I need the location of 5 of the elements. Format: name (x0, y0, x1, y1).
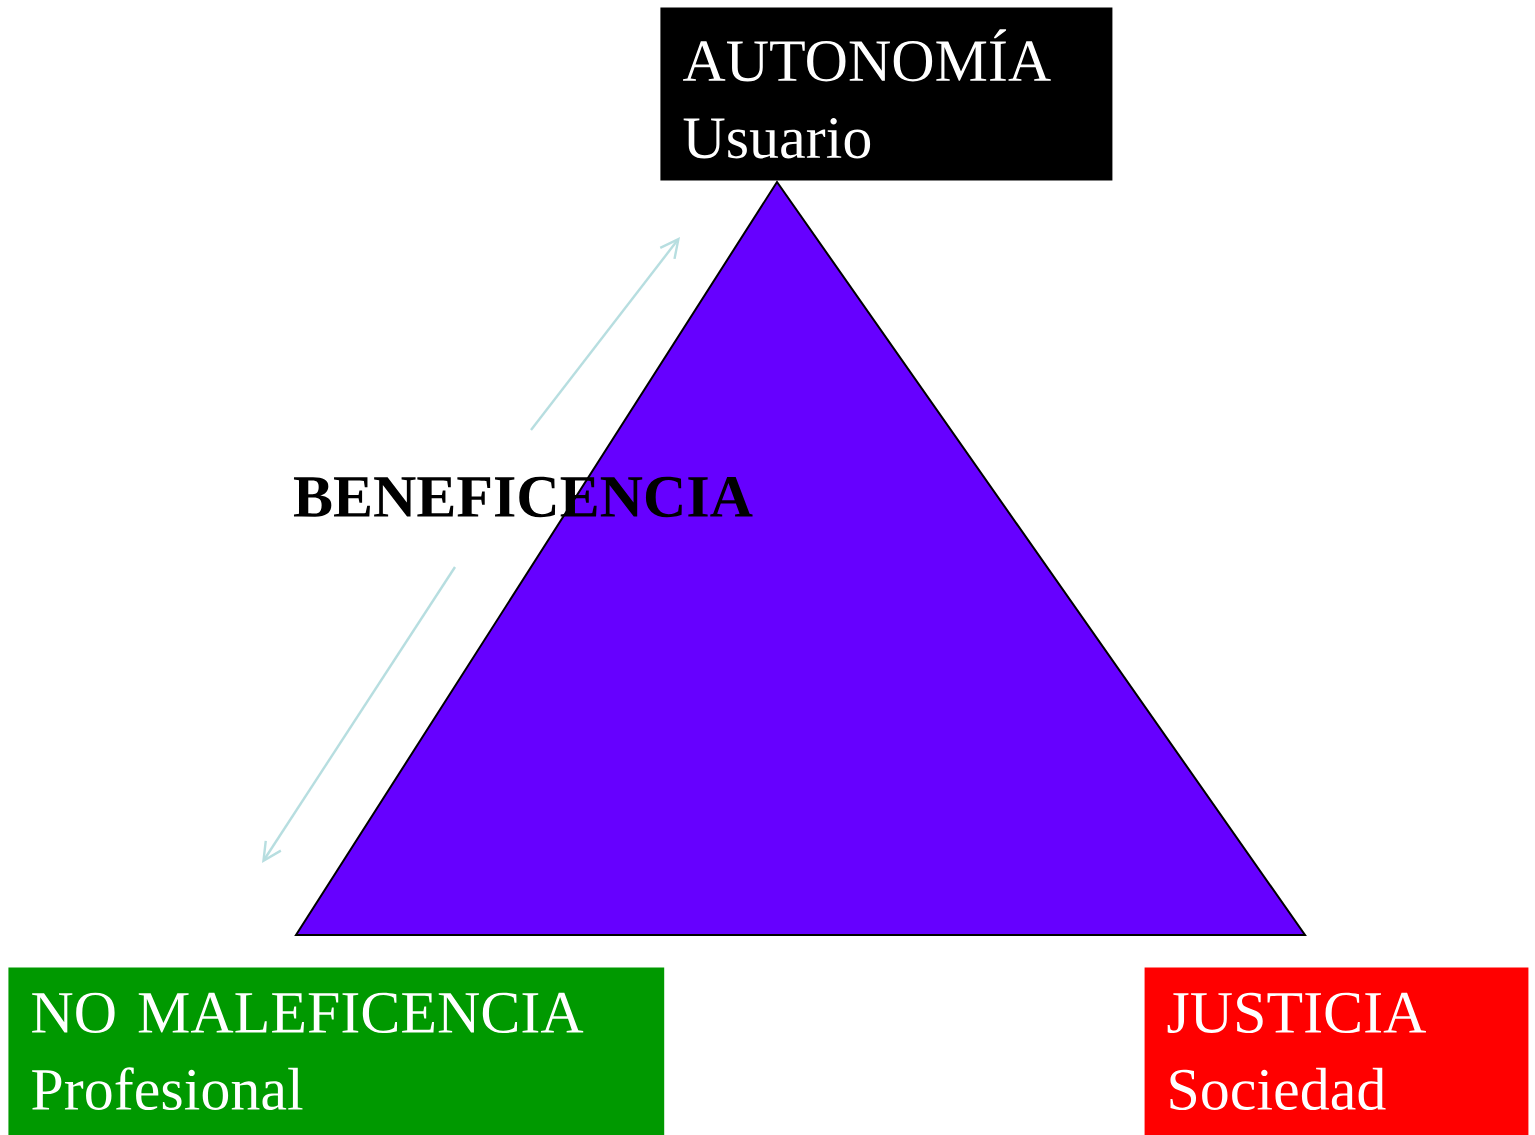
arrow (530, 237, 680, 431)
label-box: NO MALEFICENCIA Profesional (8, 967, 665, 1135)
arrow (262, 566, 456, 863)
label-box: JUSTICIA Sociedad (1144, 967, 1529, 1135)
label-box: AUTONOMÍA Usuario (660, 7, 1113, 181)
